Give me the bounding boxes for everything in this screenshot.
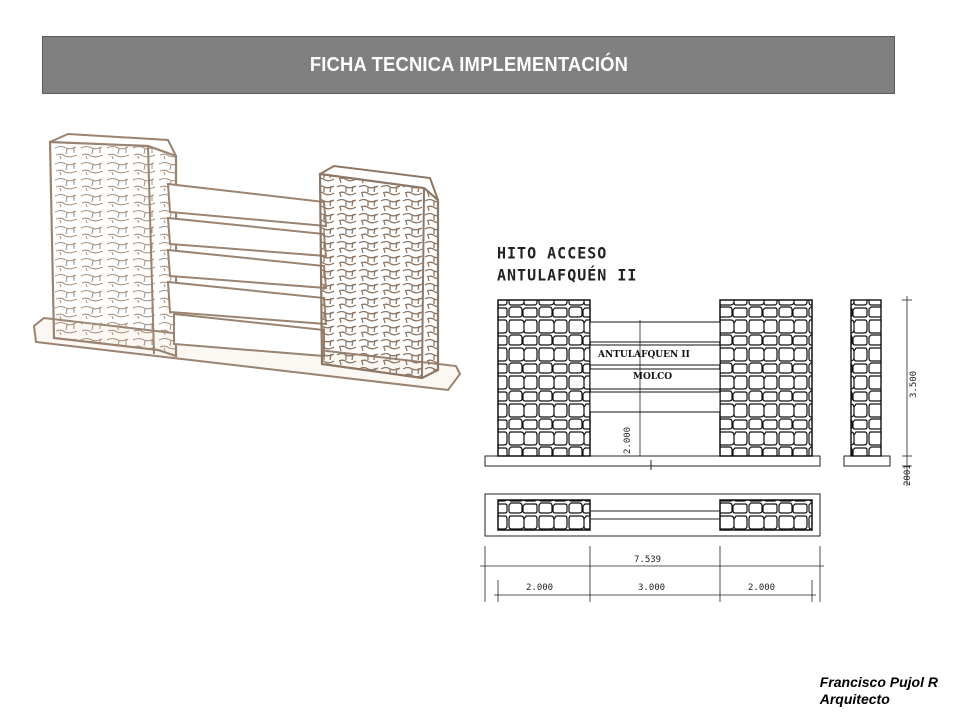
elev-base [484,455,821,467]
drawing-title-line2: ANTULAFQUÉN II [497,266,638,285]
plan-right-pillar [719,499,813,531]
drawing-title-line1: HITO ACCESO [497,244,608,263]
perspective-sketch [32,132,462,392]
dim-middle: 3.000 [638,583,665,593]
sketch-planks [166,182,328,358]
title-bar: FICHA TECNICA IMPLEMENTACIÓN [42,36,895,94]
elev-left-pillar [497,299,591,457]
drawing-title: HITO ACCESO ANTULAFQUÉN II [497,243,637,287]
sign-line2: MOLCO [633,372,672,382]
technical-drawing: ANTULAFQUEN II MOLCO 2.000 3.500 2001 7.… [480,296,919,602]
plan-left-pillar [497,499,591,531]
dim-left-pillar: 2.000 [526,583,553,593]
dim-right-pillar: 2.000 [748,583,775,593]
credits: Francisco Pujol R Arquitecto [820,674,938,708]
sign-line1: ANTULAFQUEN II [597,350,690,360]
author-name: Francisco Pujol R [819,674,938,690]
dim-base: 2001 [903,464,913,486]
sketch-right-pillar [318,172,440,380]
dim-height-total: 3.500 [909,371,919,398]
page-title: FICHA TECNICA IMPLEMENTACIÓN [309,53,628,76]
author-role: Arquitecto [819,691,890,707]
elev-right-pillar [719,299,813,457]
elev-planks [589,321,721,413]
side-base [843,455,891,467]
sketch-left-pillar [48,140,178,358]
dim-height-inner: 2.000 [623,427,633,454]
side-pillar [850,299,882,457]
dim-total-width: 7.539 [634,555,661,565]
